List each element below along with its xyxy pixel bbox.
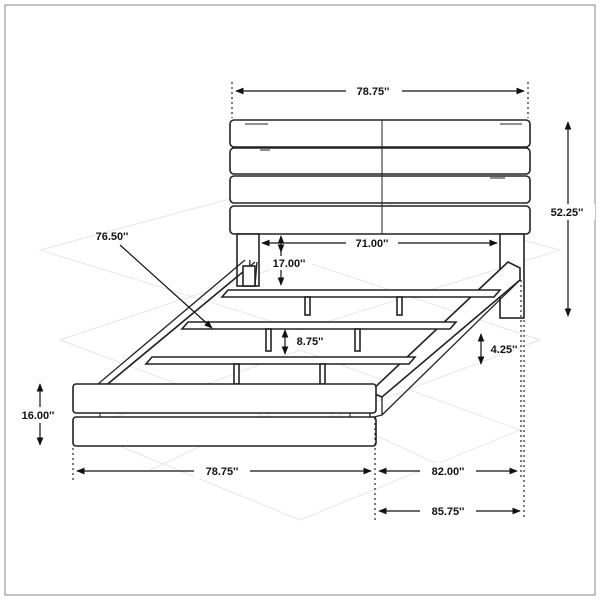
dim-overall-length: 85.75'' (378, 320, 525, 520)
label-footboard-height: 16.00'' (22, 410, 55, 422)
dim-rail-height: 4.25'' (477, 333, 518, 365)
dim-footboard-height: 16.00'' (16, 383, 66, 446)
dim-leg-clearance: 17.00'' (266, 235, 312, 286)
dim-diagonal: 76.50'' (96, 231, 213, 329)
label-slat-spacing: 8.75'' (297, 336, 324, 348)
frame-border (4, 4, 596, 596)
dim-inner-length: 82.00'' (378, 280, 522, 480)
label-bed-width: 78.75'' (206, 466, 239, 478)
label-diagonal: 76.50'' (96, 231, 129, 243)
label-rail-height: 4.25'' (491, 344, 518, 356)
headboard (229, 119, 531, 319)
label-inner-length: 82.00'' (432, 466, 465, 478)
label-headboard-width: 78.75'' (357, 86, 390, 98)
dim-inner-width: 71.00'' (261, 235, 498, 251)
dim-bed-width: 78.75'' (72, 418, 376, 520)
dim-headboard-width: 78.75'' (231, 82, 529, 118)
slats (144, 289, 502, 385)
dim-slat-spacing: 8.75'' (281, 329, 332, 355)
dim-headboard-height: 52.25'' (541, 121, 595, 317)
label-inner-width: 71.00'' (356, 238, 389, 250)
label-leg-clearance: 17.00'' (273, 258, 306, 270)
label-headboard-height: 52.25'' (551, 207, 584, 219)
footboard (72, 383, 377, 447)
label-overall-length: 85.75'' (432, 506, 465, 518)
